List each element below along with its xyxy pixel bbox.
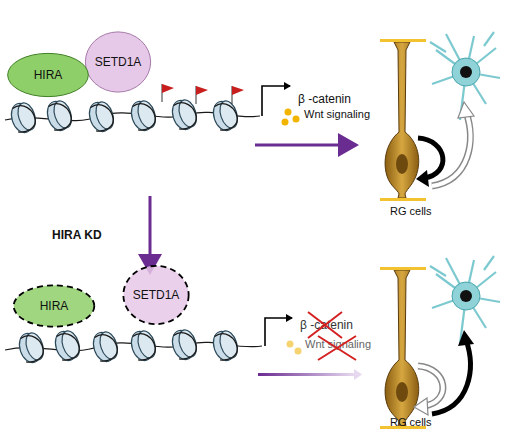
protein-ellipse: HIRA	[6, 52, 90, 98]
protein-name: HIRA	[34, 68, 63, 82]
gene-name: β -catenin	[300, 318, 353, 332]
pathway-name: Wnt signaling	[304, 108, 370, 120]
pathway-name: Wnt signaling	[305, 338, 371, 350]
protein-name: HIRA	[40, 299, 69, 313]
cell-name: RG cells	[390, 205, 432, 217]
cell-name: RG cells	[390, 416, 432, 428]
protein-ellipse: SETD1A	[84, 30, 152, 94]
protein-name: SETD1A	[95, 55, 142, 69]
gene-name: β -catenin	[298, 92, 351, 106]
protein-ellipse: HIRA	[12, 284, 96, 328]
protein-ellipse: SETD1A	[122, 264, 190, 326]
condition-label: HIRA KD	[52, 228, 102, 242]
protein-name: SETD1A	[133, 288, 180, 302]
